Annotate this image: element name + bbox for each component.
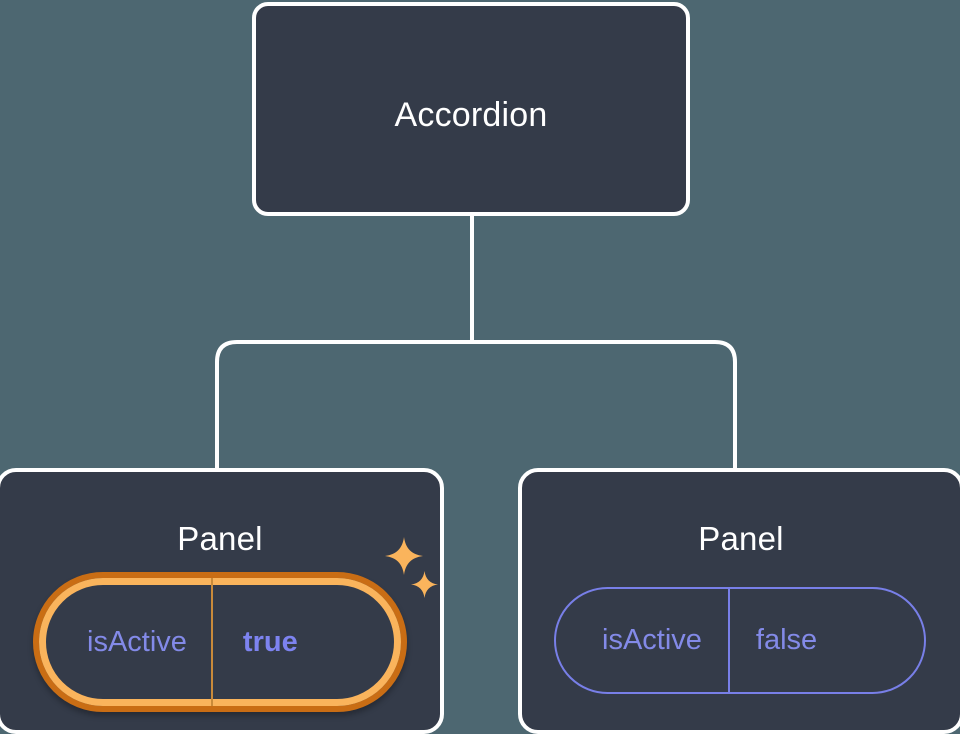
prop-value: true <box>210 578 352 706</box>
prop-pill-isactive-false[interactable]: isActive false <box>554 587 926 694</box>
prop-key: isActive <box>87 625 187 658</box>
edge-to-panel-left <box>215 340 472 470</box>
node-panel-active-label: Panel <box>177 520 263 557</box>
node-accordion[interactable]: Accordion <box>252 2 690 216</box>
prop-value: false <box>727 589 869 692</box>
prop-pill-isactive-true[interactable]: isActive true <box>33 572 407 712</box>
prop-key: isActive <box>602 624 702 656</box>
node-accordion-label: Accordion <box>394 96 548 134</box>
edge-to-panel-right <box>472 340 737 470</box>
node-panel-inactive-label: Panel <box>698 520 784 557</box>
